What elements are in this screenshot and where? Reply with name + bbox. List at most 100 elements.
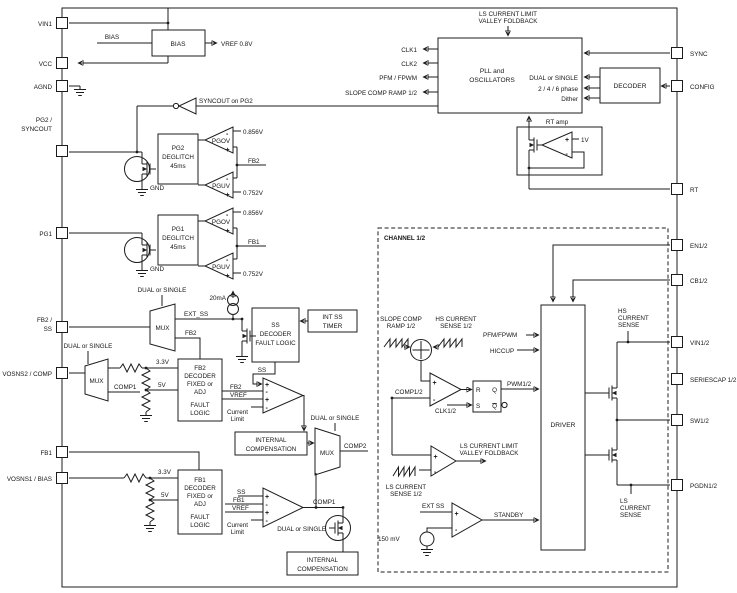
clk2-label: CLK2 xyxy=(401,61,417,68)
pg1-section: GND PG1 DEGLITCH 45ms PGOV - + 0.856V FB… xyxy=(69,207,266,280)
a1-current-label: Current xyxy=(227,522,248,529)
fb2-dec-4: ADJ xyxy=(194,389,206,396)
a1-limit-label: Limit xyxy=(231,529,245,536)
pwm12-label: PWM1/2 xyxy=(507,381,532,388)
hiccup-label: HICCUP xyxy=(490,348,514,355)
clk1-label: CLK1 xyxy=(401,47,417,54)
channel-boundary xyxy=(377,227,669,573)
ls-sense-3: SENSE xyxy=(620,512,641,519)
fb1-dec-3: FIXED or xyxy=(187,493,213,500)
pin-vosns2-comp xyxy=(56,367,68,379)
pgov2-minus: - xyxy=(226,131,229,138)
a2-s3: + xyxy=(265,397,269,404)
standby-comparator-icon xyxy=(451,502,484,538)
fb1-5v-label: 5V xyxy=(161,492,170,499)
hs-sense-3: SENSE xyxy=(618,322,639,329)
fb2-resistor-v2-icon xyxy=(141,389,151,413)
stb-plus: + xyxy=(455,511,459,518)
bias-block-label: BIAS xyxy=(170,41,186,48)
mv150-label: 150 mV xyxy=(378,536,401,543)
pin-pg2-syncout xyxy=(56,145,68,157)
ls-foldback-top-2: VALLEY FOLDBACK xyxy=(479,18,539,25)
lsc-minus: - xyxy=(434,469,437,476)
fb1-dec-4: ADJ xyxy=(194,501,206,508)
pg2-fb2-label: FB2 xyxy=(248,158,260,165)
pg1-deglitch-block xyxy=(157,214,199,266)
mux1-icon xyxy=(149,303,176,352)
pin-vcc xyxy=(56,57,68,69)
pg1-deglitch-2: DEGLITCH xyxy=(162,235,194,242)
ls-foldback-ch-1: LS CURRENT LIMIT xyxy=(460,443,518,450)
dither-label: Dither xyxy=(561,96,578,103)
ss-decoder-1: SS xyxy=(271,322,279,329)
pin-pgdn xyxy=(671,479,683,491)
pin-label-vcc: VCC xyxy=(39,61,53,68)
slope-comp-2: RAMP 1/2 xyxy=(387,323,416,330)
fb2-error-amp-icon xyxy=(262,377,305,414)
a1-s4: - xyxy=(266,518,269,525)
pguv1-minus: - xyxy=(226,257,229,264)
ls-limit-comparator-icon xyxy=(430,445,457,477)
pin-label-agnd: AGND xyxy=(34,84,53,91)
slope-ramp-waveform-icon xyxy=(383,337,409,349)
comp2-label: COMP2 xyxy=(344,443,367,450)
chip-outline xyxy=(61,7,678,588)
ext-ss-ch-label: EXT SS xyxy=(422,503,444,510)
a2-s4: - xyxy=(266,405,269,412)
pin-label-ss: SS xyxy=(44,326,52,333)
pin-label-vosns1: VOSNS1 / BIAS xyxy=(7,476,52,483)
fb2-dec-5: FAULT xyxy=(190,402,209,409)
pg2-deglitch-block xyxy=(157,133,199,185)
syncout-section: SYNCOUT on PG2 xyxy=(135,97,438,154)
pin-label-pgdn: PGDN1/2 xyxy=(690,483,717,490)
comp2-mux-icon xyxy=(314,427,341,476)
channel-label: CHANNEL 1/2 xyxy=(384,235,426,242)
current-source-value: 20mA xyxy=(210,295,227,302)
intcomp1-1: INTERNAL xyxy=(255,437,287,444)
fb1-dec-1: FB1 xyxy=(194,477,206,484)
pin-vin12 xyxy=(671,336,683,348)
intcomp2-1: INTERNAL xyxy=(307,557,339,564)
hs-cs-2: SENSE 1/2 xyxy=(440,323,472,330)
a2-limit-label: Limit xyxy=(231,416,245,423)
pin-en xyxy=(671,239,683,251)
pin-label-fb2: FB2 / xyxy=(37,317,52,324)
hs-sense-1: HS xyxy=(618,308,627,315)
pin-label-vin1: VIN1 xyxy=(38,21,52,28)
hs-sense-waveform-icon xyxy=(437,337,463,349)
comp1-fet-circle xyxy=(325,515,351,541)
fb1-section: 3.3V 5V FB1 DECODER FIXED or ADJ FAULT L… xyxy=(69,451,359,576)
pin-cb xyxy=(671,274,683,286)
pin-label-pg1: PG1 xyxy=(39,231,52,238)
pin-label-sync: SYNC xyxy=(690,51,708,58)
mux2-icon xyxy=(84,358,109,402)
pin-label-syncout: SYNCOUT xyxy=(21,126,52,133)
pins-left: VIN1 VCC AGND PG2 / SYNCOUT PG1 FB2 / SS… xyxy=(2,17,68,484)
slope-comp-1: SLOPE COMP xyxy=(380,316,422,323)
vref-label: VREF 0.8V xyxy=(221,41,253,48)
fb2-5v-label: 5V xyxy=(158,382,167,389)
pin-label-sw: SW1/2 xyxy=(690,418,709,425)
syncout-inverter-icon xyxy=(177,97,197,115)
pll-block xyxy=(437,37,583,114)
a2-s1: + xyxy=(265,382,269,389)
pfm-fpwm-drv-label: PFM/FPWM xyxy=(483,332,517,339)
vref-150mv-source-icon xyxy=(419,531,435,547)
ls-sense-2: CURRENT xyxy=(620,505,651,512)
pin-vosns1-bias xyxy=(56,472,68,484)
internal-comp2-block xyxy=(286,551,359,576)
pg1-fb1-label: FB1 xyxy=(248,239,260,246)
rt-1v-label: 1V xyxy=(581,137,590,144)
fb2-resistor-h-icon xyxy=(119,363,143,373)
pg2-deglitch-3: 45ms xyxy=(170,163,185,170)
mux2-label: MUX xyxy=(90,378,105,385)
pg1-deglitch-1: PG1 xyxy=(172,226,185,233)
fb1-decoder-block xyxy=(177,469,223,535)
current-source-icon xyxy=(227,294,239,306)
fb2-dec-1: FB2 xyxy=(194,365,206,372)
pg2-uv-threshold: 0.752V xyxy=(243,190,264,197)
hs-fet-icon xyxy=(602,375,618,411)
fb2-section: DUAL or SINGLE MUX 3.3V 5V COMP1 FB2 DEC… xyxy=(64,343,368,507)
int-ss-timer-1: INT SS xyxy=(322,314,342,321)
